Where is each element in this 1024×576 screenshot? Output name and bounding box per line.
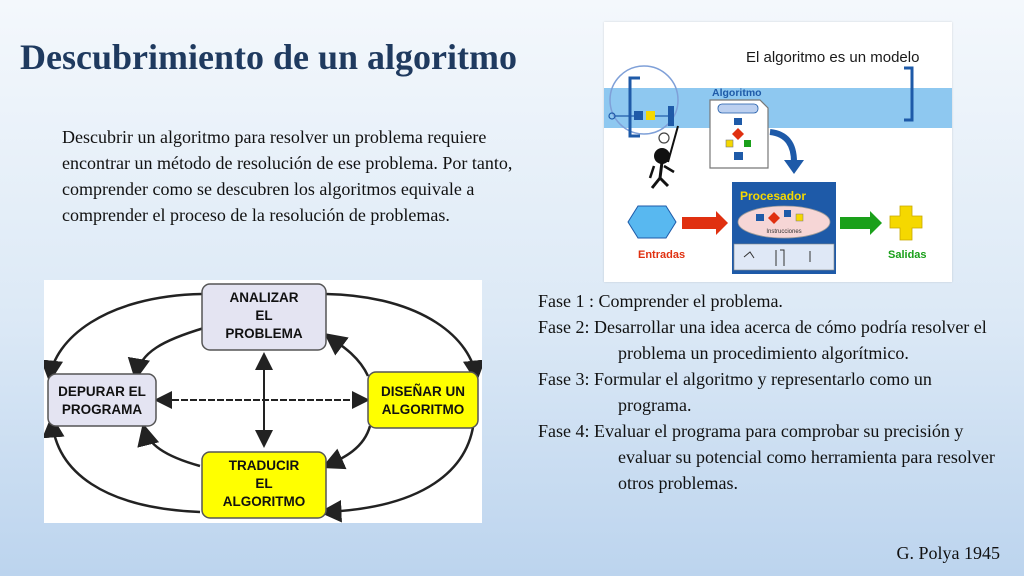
svg-text:TRADUCIR: TRADUCIR [229, 458, 300, 473]
phases-list: Fase 1 : Comprender el problema. Fase 2:… [538, 288, 1008, 496]
model-band [604, 88, 952, 128]
intro-paragraph: Descubrir un algoritmo para resolver un … [62, 127, 513, 225]
phase-4: Fase 4: Evaluar el programa para comprob… [538, 421, 995, 493]
phase-3: Fase 3: Formular el algoritmo y represen… [538, 369, 932, 415]
svg-text:Salidas: Salidas [888, 249, 927, 261]
salida-arrow [840, 211, 882, 235]
svg-text:DEPURAR EL: DEPURAR EL [58, 384, 146, 399]
salida-shape [889, 205, 923, 241]
phase-2: Fase 2: Desarrollar una idea acerca de c… [538, 317, 987, 363]
page-title: Descubrimiento de un algoritmo [20, 37, 517, 77]
model-title: El algoritmo es un modelo [746, 49, 919, 66]
svg-text:Algoritmo: Algoritmo [712, 87, 762, 99]
svg-text:Entradas: Entradas [638, 249, 685, 261]
entrada-shape [627, 205, 677, 239]
phase-1: Fase 1 : Comprender el problema. [538, 291, 783, 311]
box-traducir: TRADUCIR EL ALGORITMO [201, 451, 327, 519]
box-analizar: ANALIZAR EL PROBLEMA [201, 283, 327, 351]
box-depurar: DEPURAR EL PROGRAMA [47, 373, 157, 427]
box-disenar: DISEÑAR UN ALGORITMO [367, 371, 479, 429]
algorithm-model-diagram: El algoritmo es un modelo Algoritmo [604, 22, 952, 282]
problem-solving-cycle-diagram: ANALIZAR EL PROBLEMA DISEÑAR UN ALGORITM… [44, 280, 482, 523]
author-credit: G. Polya 1945 [896, 543, 1001, 563]
svg-text:Procesador: Procesador [740, 189, 806, 203]
svg-text:ALGORITMO: ALGORITMO [223, 494, 306, 509]
svg-text:ALGORITMO: ALGORITMO [382, 402, 465, 417]
svg-text:PROBLEMA: PROBLEMA [225, 326, 303, 341]
svg-text:Instrucciones: Instrucciones [766, 229, 801, 235]
svg-text:DISEÑAR UN: DISEÑAR UN [381, 384, 465, 399]
entrada-arrow [682, 211, 728, 235]
svg-text:PROGRAMA: PROGRAMA [62, 402, 142, 417]
svg-text:EL: EL [255, 476, 272, 491]
svg-text:ANALIZAR: ANALIZAR [230, 290, 299, 305]
svg-text:EL: EL [255, 308, 272, 323]
